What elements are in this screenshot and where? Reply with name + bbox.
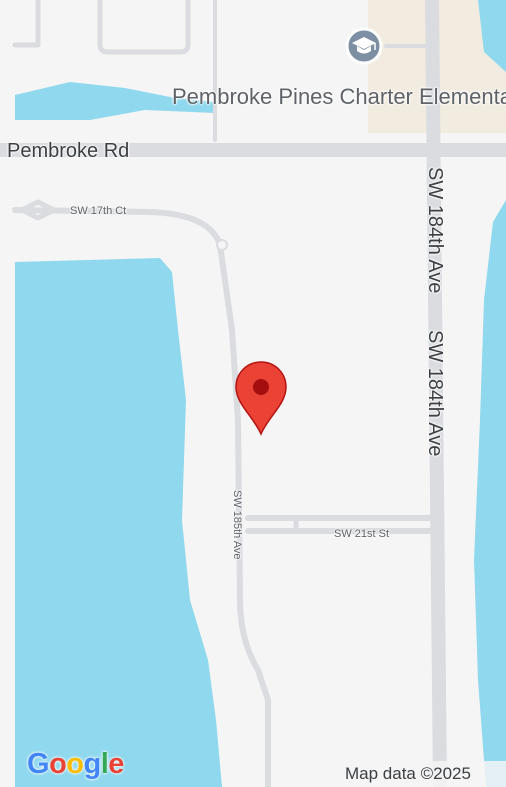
road-label-sw-185th-ave: SW 185th Ave [231,490,243,560]
road-label-sw-184th-ave-lower: SW 184th Ave [424,330,446,457]
road-label-sw-184th-ave-upper: SW 184th Ave [424,167,446,294]
lake-east [474,200,506,787]
road-sw-185th-ave [12,207,271,787]
logo-letter: o [49,748,67,780]
logo-letter: G [27,748,50,780]
cul-de-sac [216,239,228,251]
road-parking-nw [12,0,41,48]
lake-northeast [478,0,506,72]
map-attribution[interactable]: Map data ©2025 [340,761,506,787]
road-parking-north [97,0,191,55]
road-sw-184th-ave [425,0,447,787]
logo-letter: l [100,748,109,780]
map-pin-icon[interactable] [233,360,289,436]
road-label-sw-21st-st: SW 21st St [334,528,390,540]
lake-west [15,258,222,787]
poi-label-school[interactable]: Pembroke Pines Charter Elementary... [172,84,506,109]
lake-north [15,82,215,120]
logo-letter: o [66,748,84,780]
logo-letter: g [83,748,102,780]
logo-letter: e [108,748,124,780]
graduation-cap-icon[interactable] [342,24,386,68]
google-logo: Google [27,748,124,781]
road-label-pembroke-rd: Pembroke Rd [7,140,130,162]
road-roundabout [19,199,57,221]
road-label-sw-17th-ct: SW 17th Ct [70,205,127,217]
